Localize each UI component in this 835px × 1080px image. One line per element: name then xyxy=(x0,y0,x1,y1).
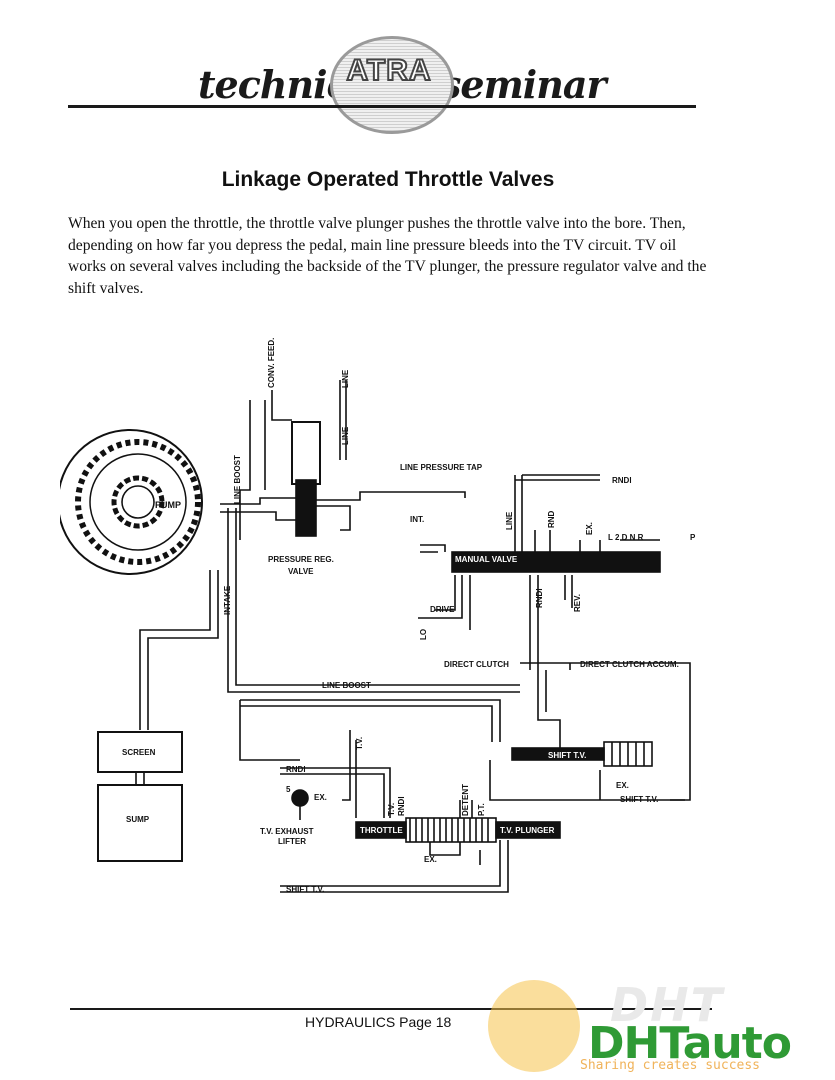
label-rndl-small: RNDl xyxy=(397,796,406,816)
label-screen: SCREEN xyxy=(122,748,156,757)
label-ex-shift: EX. xyxy=(616,781,629,790)
label-line-boost: LINE BOOST xyxy=(233,455,242,504)
footer-rule xyxy=(70,1008,712,1010)
label-shift-tv-valve: SHIFT T.V. xyxy=(548,751,586,760)
label-line-boost-mid: LINE BOOST xyxy=(322,681,371,690)
label-manual-valve: MANUAL VALVE xyxy=(455,555,518,564)
label-rndl-low: RNDl xyxy=(286,765,306,774)
label-shift-tv-right: SHIFT T.V. xyxy=(620,795,658,804)
label-ex-throttle: EX. xyxy=(424,855,437,864)
label-lifter: LIFTER xyxy=(278,837,306,846)
atra-logo xyxy=(330,36,454,134)
label-num-five: 5 xyxy=(286,785,291,794)
label-conv-feed: CONV. FEED. xyxy=(267,338,276,388)
label-tv-plunger: T.V. PLUNGER xyxy=(500,826,555,835)
label-line-manual: LINE xyxy=(505,511,514,530)
watermark-big: DHT xyxy=(610,978,725,1032)
label-line-mid: LINE xyxy=(341,426,350,445)
header-seminar: seminar xyxy=(440,62,606,107)
label-pressure-reg: PRESSURE REG. xyxy=(268,555,334,564)
page-footer: HYDRAULICS Page 18 xyxy=(305,1014,452,1030)
watermark-tagline: Sharing creates success xyxy=(580,1058,761,1073)
label-intake: INTAKE xyxy=(223,585,232,615)
label-valve: VALVE xyxy=(288,567,314,576)
label-pump: PUMP xyxy=(155,500,181,510)
label-p: P xyxy=(690,533,696,542)
label-lo: LO xyxy=(419,629,428,640)
page-title: Linkage Operated Throttle Valves xyxy=(221,168,555,191)
watermark-circle xyxy=(488,980,580,1072)
label-ex-manual: EX. xyxy=(585,522,594,535)
label-line-pressure-tap: LINE PRESSURE TAP xyxy=(400,463,483,472)
label-throttle: THROTTLE xyxy=(360,826,403,835)
label-ex-lifter: EX. xyxy=(314,793,327,802)
label-rev: REV. xyxy=(573,594,582,612)
label-rndl-manual: RNDl xyxy=(535,588,544,608)
intro-paragraph: When you open the throttle, the throttle… xyxy=(68,215,707,297)
label-rnd: RND xyxy=(547,510,556,528)
hydraulic-diagram: PUMP MANUAL VALVE THROTTLE T.V. PLUNGER … xyxy=(60,338,696,894)
atra-logo-text: ATRA xyxy=(345,53,432,88)
label-direct-clutch: DIRECT CLUTCH xyxy=(444,660,509,669)
label-shift-tv-bottom: SHIFT T.V. xyxy=(286,885,324,894)
label-drive: DRIVE xyxy=(430,605,455,614)
label-pt: P.T. xyxy=(477,803,486,816)
label-detent: DETENT xyxy=(461,784,470,816)
label-tv-exhaust: T.V. EXHAUST xyxy=(260,827,314,836)
watermark-brand: DHTauto xyxy=(588,1018,792,1069)
label-rndl-top: RNDl xyxy=(612,476,632,485)
label-int: INT. xyxy=(410,515,424,524)
label-sump: SUMP xyxy=(126,815,150,824)
header-rule xyxy=(68,105,696,108)
label-tv: T.V. xyxy=(355,737,364,750)
label-direct-clutch-accum: DIRECT CLUTCH ACCUM. xyxy=(580,660,679,669)
label-tv-small: T.V. xyxy=(387,803,396,816)
label-line-top: LINE xyxy=(341,369,350,388)
label-gear-letters: L 2 D N R xyxy=(608,533,644,542)
